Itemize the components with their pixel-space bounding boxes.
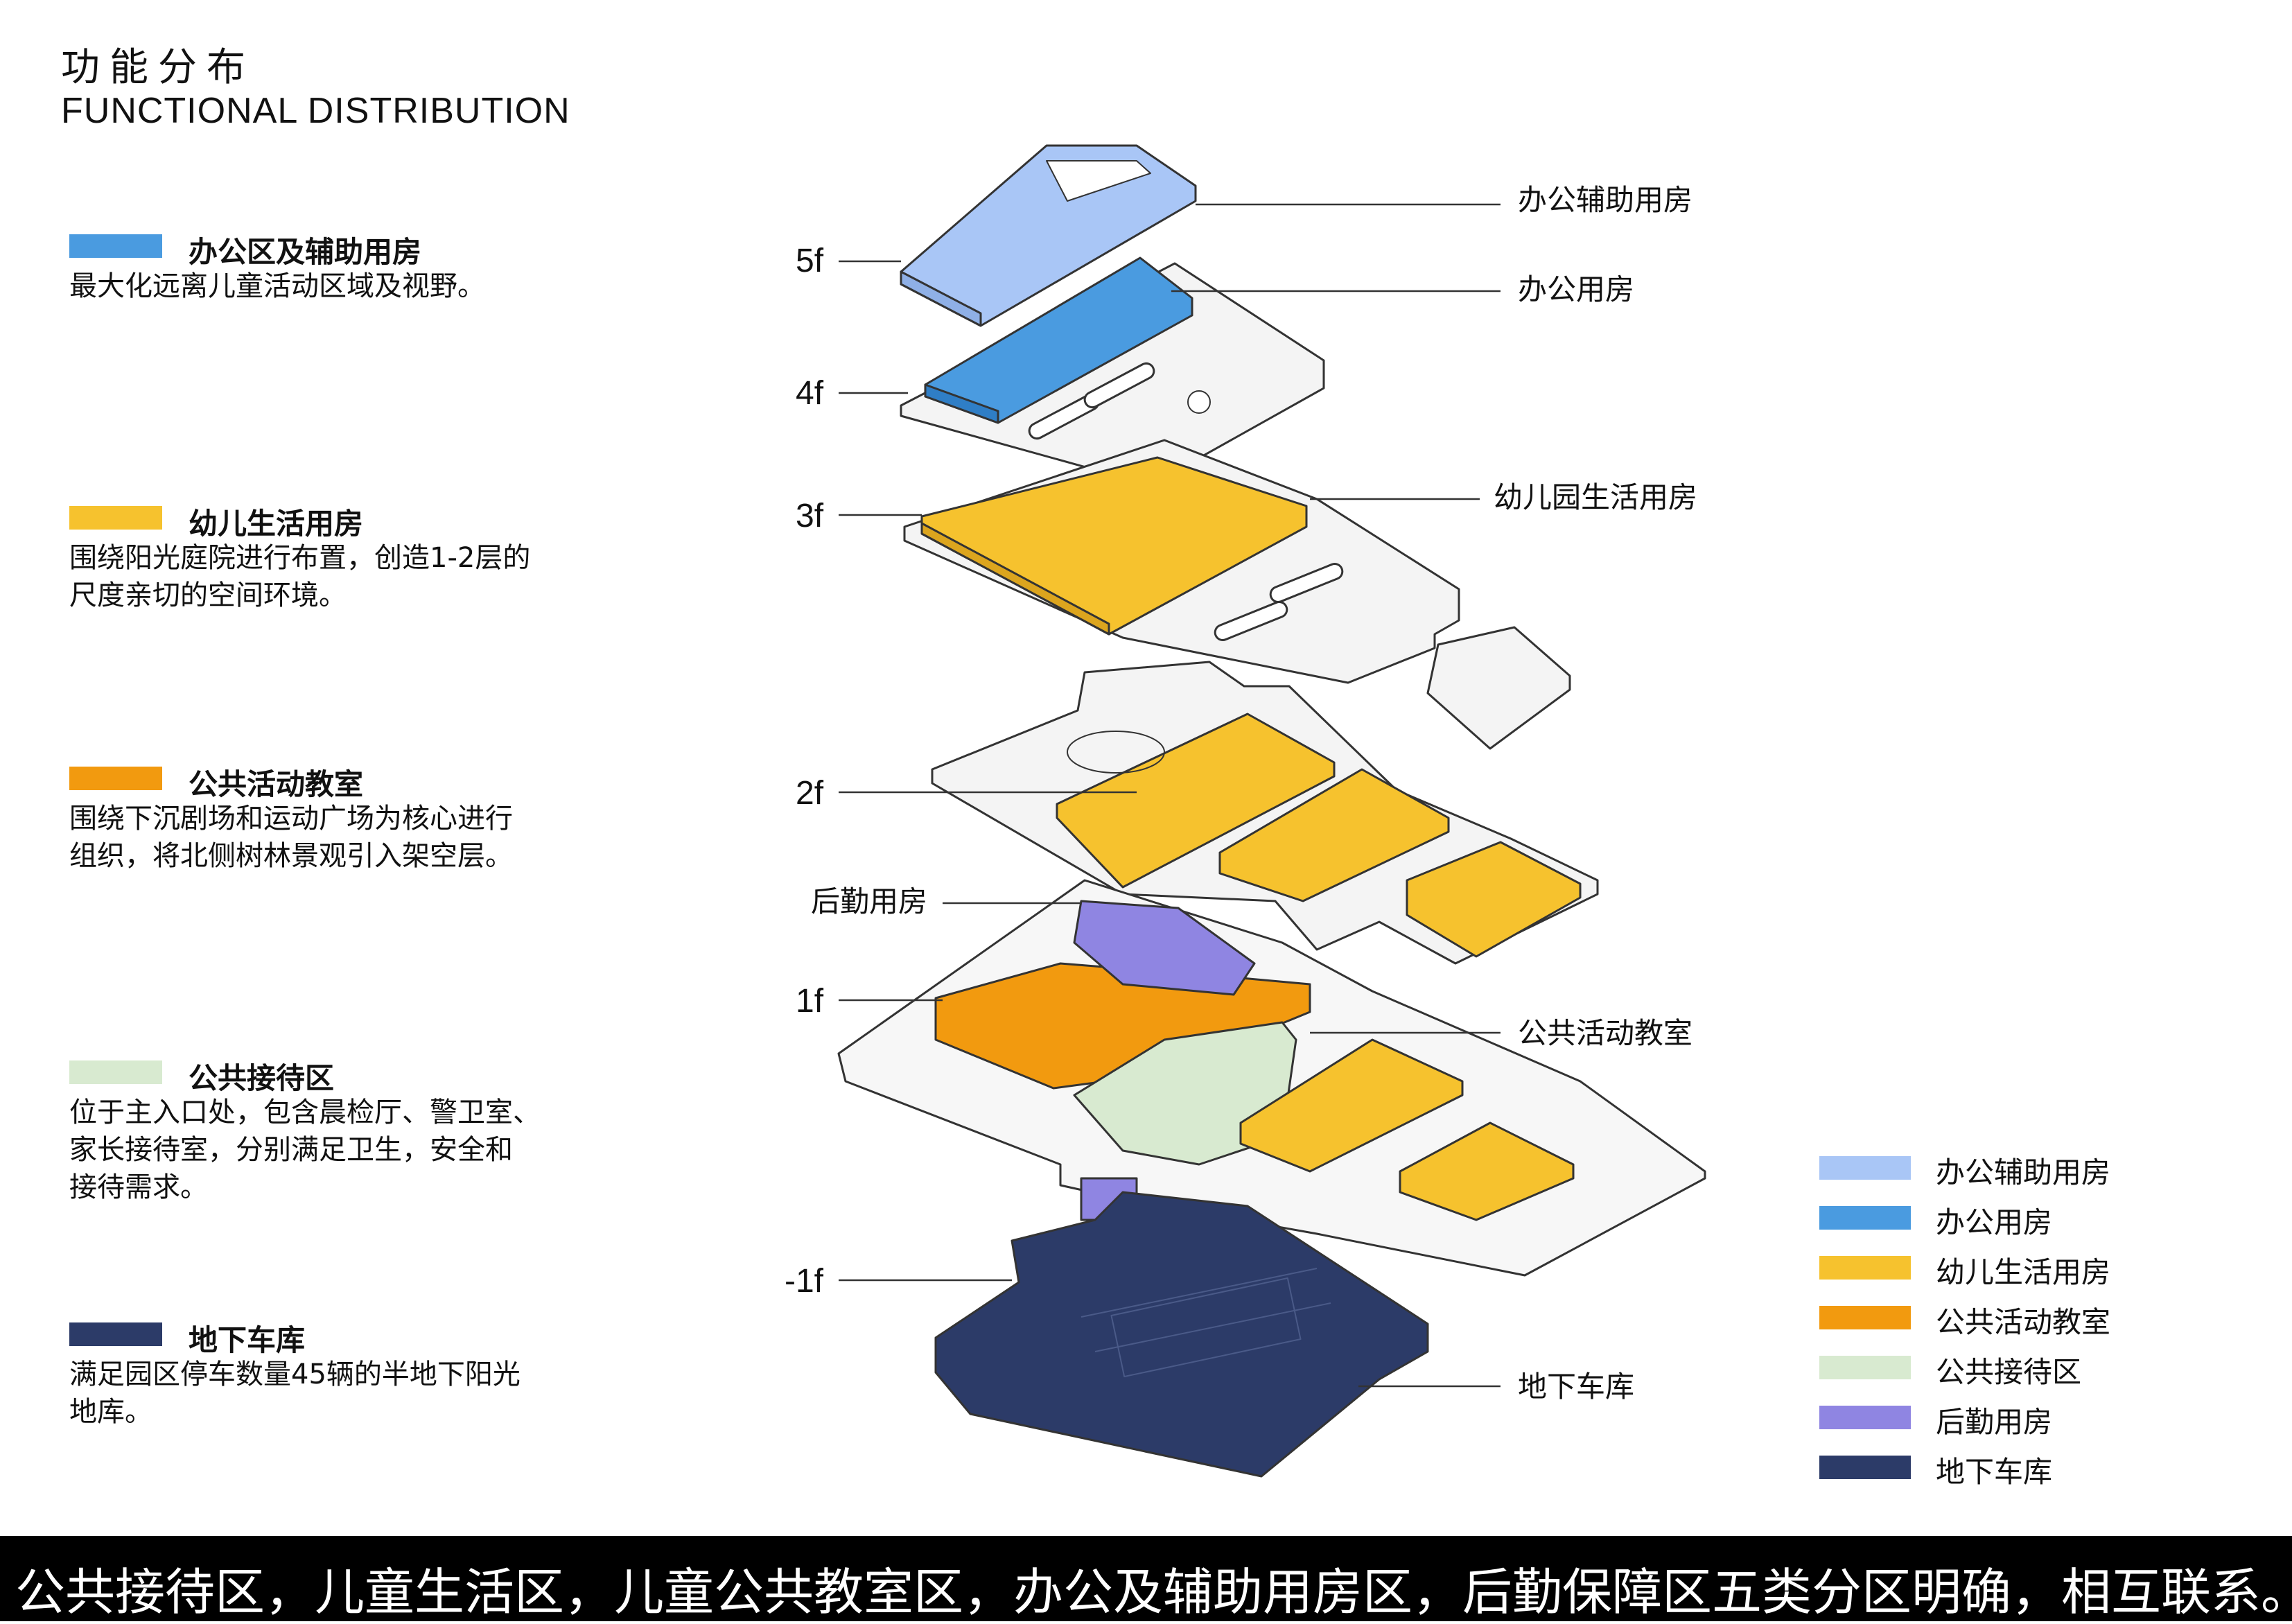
legend-swatch [1819,1456,1911,1479]
callout-office-aux: 办公辅助用房 [1518,183,1692,217]
legend-label: 后勤用房 [1936,1405,2053,1439]
zone-swatch [69,767,162,790]
zone-title: 幼儿生活用房 [189,507,364,541]
zone-title: 地下车库 [189,1323,306,1357]
zone-description: 围绕阳光庭院进行布置，创造1-2层的 尺度亲切的空间环境。 [69,542,531,611]
page-subtitle: FUNCTIONAL DISTRIBUTION [61,91,570,131]
floor-label-1f: 1f [796,983,824,1020]
page-title: 功能分布 [61,45,255,90]
callout-public-class: 公共活动教室 [1518,1016,1692,1050]
legend-label: 办公辅助用房 [1936,1155,2111,1189]
zone-swatch [69,506,162,530]
legend-label: 地下车库 [1936,1455,2053,1489]
zone-description: 最大化远离儿童活动区域及视野。 [69,270,485,302]
zone-swatch [69,1322,162,1346]
floor-label-4f: 4f [796,375,824,412]
callout-garage: 地下车库 [1518,1370,1634,1404]
floor-label-3f: 3f [796,498,824,534]
zone-swatch [69,234,162,258]
legend-swatch [1819,1356,1911,1379]
legend-label: 办公用房 [1936,1205,2053,1239]
floor-b1 [934,1177,1429,1478]
floor-label-b1: -1f [785,1263,824,1300]
zone-title: 公共接待区 [189,1061,335,1095]
callout-logistics: 后勤用房 [811,884,927,918]
zone-description: 围绕下沉剧场和运动广场为核心进行 组织，将北侧树林景观引入架空层。 [69,803,513,872]
legend-swatch [1819,1206,1911,1230]
floor-2f [931,661,1599,965]
footer-caption: 公共接待区，儿童生活区，儿童公共教室区，办公及辅助用房区，后勤保障区五类分区明确… [15,1563,2292,1621]
legend-label: 公共接待区 [1936,1355,2082,1389]
footer-caption-bar: 公共接待区，儿童生活区，儿童公共教室区，办公及辅助用房区，后勤保障区五类分区明确… [0,1536,2292,1621]
zone-title: 公共活动教室 [189,767,364,801]
legend-swatch [1819,1156,1911,1180]
floor-1f [837,879,1706,1277]
leader-lines [839,203,1501,1388]
floor-label-2f: 2f [796,775,824,812]
legend-swatch [1819,1256,1911,1280]
zone-description: 位于主入口处，包含晨检厅、警卫室、 家长接待室，分别满足卫生，安全和 接待需求。 [69,1097,541,1203]
zone-title: 办公区及辅助用房 [189,235,422,269]
legend-label: 幼儿生活用房 [1936,1255,2111,1289]
legend-swatch [1819,1406,1911,1429]
legend-label: 公共活动教室 [1936,1305,2111,1339]
zone-description: 满足园区停车数量45辆的半地下阳光 地库。 [69,1359,520,1428]
callout-office: 办公用房 [1518,272,1634,306]
zone-swatch [69,1060,162,1084]
floor-label-5f: 5f [796,243,824,279]
floor-5f [900,144,1197,327]
legend-swatch [1819,1306,1911,1329]
floor-4f [900,256,1325,487]
floor-3f [903,439,1571,750]
callout-kindergarten-living: 幼儿园生活用房 [1494,480,1697,514]
exploded-axonometric-diagram: 5f 4f 3f 2f 1f -1f 办公辅助用房 办公用房 幼儿园生活用房 后… [785,144,1706,1478]
